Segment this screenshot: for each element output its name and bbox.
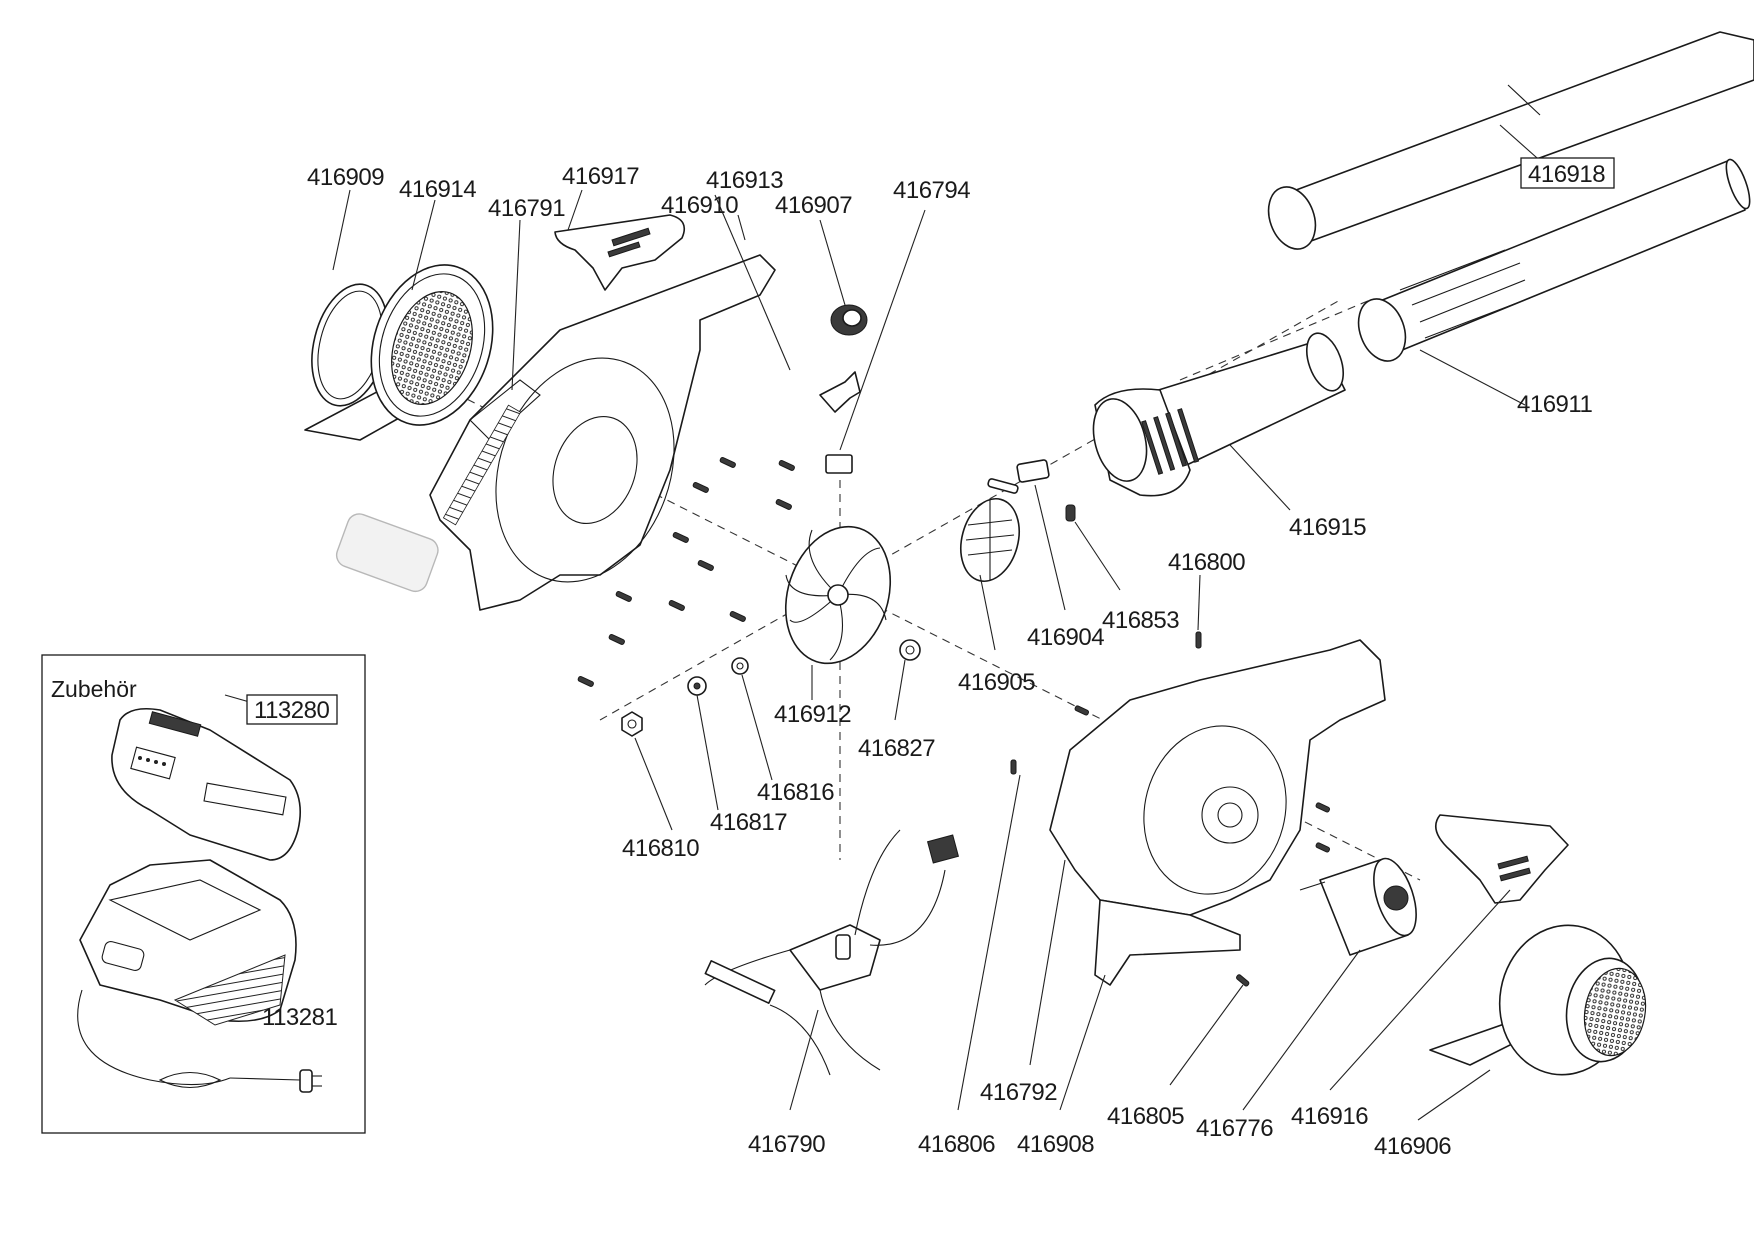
callout-416904[interactable]: 416904 bbox=[1027, 624, 1105, 651]
callout-416790[interactable]: 416790 bbox=[748, 1131, 826, 1158]
part-hex-nut[interactable] bbox=[621, 711, 643, 737]
leader-lines bbox=[215, 124, 1546, 1121]
part-housing-right[interactable] bbox=[1049, 639, 1386, 916]
callout-416905[interactable]: 416905 bbox=[958, 669, 1036, 696]
part-lock-button[interactable] bbox=[987, 459, 1050, 494]
part-washer[interactable] bbox=[731, 657, 749, 675]
part-handle-cover-rear[interactable] bbox=[1434, 814, 1569, 904]
callout-416907[interactable]: 416907 bbox=[775, 192, 853, 219]
part-handle-cover-top[interactable] bbox=[554, 214, 686, 291]
callout-416912[interactable]: 416912 bbox=[774, 701, 852, 728]
callout-416816[interactable]: 416816 bbox=[757, 779, 835, 806]
callout-416792[interactable]: 416792 bbox=[980, 1079, 1058, 1106]
callout-416908[interactable]: 416908 bbox=[1017, 1131, 1095, 1158]
callout-416909[interactable]: 416909 bbox=[307, 164, 385, 191]
part-housing-left[interactable] bbox=[429, 254, 776, 611]
callout-416791[interactable]: 416791 bbox=[488, 195, 566, 222]
part-screw-416800[interactable] bbox=[1195, 631, 1202, 649]
callout-416906[interactable]: 416906 bbox=[1374, 1133, 1452, 1160]
part-outlet-grille[interactable] bbox=[952, 492, 1028, 588]
callout-416916[interactable]: 416916 bbox=[1291, 1103, 1369, 1130]
callout-416853[interactable]: 416853 bbox=[1102, 607, 1180, 634]
callout-416911[interactable]: 416911 bbox=[1517, 391, 1593, 418]
screw-set-housing bbox=[577, 456, 795, 687]
callout-416805[interactable]: 416805 bbox=[1107, 1103, 1185, 1130]
callout-416776[interactable]: 416776 bbox=[1196, 1115, 1274, 1142]
part-blow-tube-middle[interactable] bbox=[1350, 157, 1754, 368]
accessories-panel: Zubehör 113280 113 bbox=[41, 654, 366, 1134]
part-intake-grille[interactable] bbox=[304, 249, 513, 441]
screw-set-right bbox=[1010, 705, 1331, 987]
callout-416806[interactable]: 416806 bbox=[918, 1131, 996, 1158]
part-battery-mount-foot[interactable] bbox=[1094, 899, 1241, 986]
part-impeller-hub[interactable] bbox=[899, 639, 921, 661]
part-control-board-wiring[interactable] bbox=[704, 829, 960, 1076]
part-fan-impeller[interactable] bbox=[769, 513, 907, 677]
callout-416827[interactable]: 416827 bbox=[858, 735, 936, 762]
accessory-charger[interactable] bbox=[77, 859, 322, 1093]
part-rear-intake-cap[interactable] bbox=[1429, 915, 1652, 1085]
callout-labels: 416909 416914 416791 416917 416913 41691… bbox=[307, 157, 1615, 1160]
accessory-battery[interactable] bbox=[111, 707, 301, 861]
callout-416918-box bbox=[1520, 157, 1615, 189]
callout-416917[interactable]: 416917 bbox=[562, 163, 640, 190]
accessories-frame bbox=[41, 654, 366, 1134]
part-motor[interactable] bbox=[1299, 853, 1424, 956]
part-nozzle-tip[interactable] bbox=[1260, 31, 1754, 256]
callout-113281[interactable]: 113281 bbox=[262, 1004, 338, 1031]
part-spring[interactable] bbox=[1065, 504, 1076, 522]
callout-416915[interactable]: 416915 bbox=[1289, 514, 1367, 541]
part-speed-dial[interactable] bbox=[830, 304, 868, 336]
part-spring-washer[interactable] bbox=[687, 676, 707, 696]
callout-416800[interactable]: 416800 bbox=[1168, 549, 1246, 576]
callout-416918[interactable]: 416918 bbox=[1528, 161, 1606, 188]
callout-416910[interactable]: 416910 bbox=[661, 192, 739, 219]
accessory-113280-box bbox=[246, 694, 338, 725]
ghost-battery-outline bbox=[335, 513, 439, 593]
callout-416913[interactable]: 416913 bbox=[706, 167, 784, 194]
callout-416794[interactable]: 416794 bbox=[893, 177, 971, 204]
callout-416817[interactable]: 416817 bbox=[710, 809, 788, 836]
callout-113280[interactable]: 113280 bbox=[254, 697, 330, 724]
callout-416810[interactable]: 416810 bbox=[622, 835, 700, 862]
accessories-title: Zubehör bbox=[51, 676, 137, 702]
part-speed-lever[interactable] bbox=[819, 371, 861, 413]
part-micro-switch[interactable] bbox=[825, 454, 853, 474]
callout-416914[interactable]: 416914 bbox=[399, 176, 477, 203]
part-blow-tube-rear[interactable] bbox=[1085, 328, 1350, 497]
